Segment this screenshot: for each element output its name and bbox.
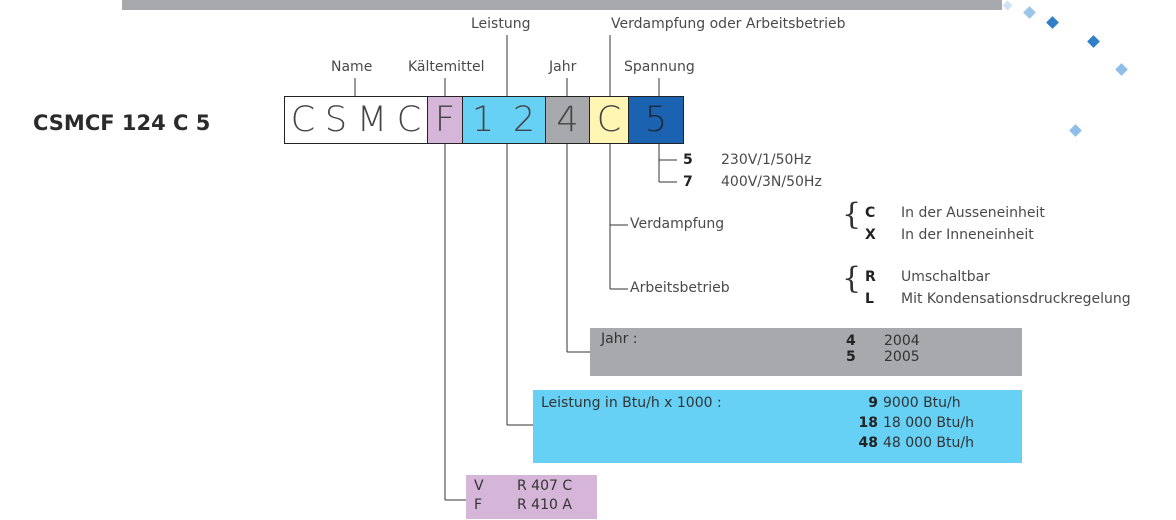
header-jahr: Jahr bbox=[549, 59, 577, 75]
leistung-code: 18 bbox=[858, 415, 878, 431]
arbeitsbetrieb-code: R bbox=[865, 269, 876, 285]
top-bar bbox=[122, 0, 1002, 10]
code-box-spannung bbox=[628, 96, 684, 144]
model-name: CSMCF 124 C 5 bbox=[33, 111, 211, 135]
code-box-jahr bbox=[545, 96, 590, 144]
leistung-code: 48 bbox=[858, 435, 878, 451]
verdampfung-text: In der Ausseneinheit bbox=[901, 205, 1045, 221]
header-verdampfung: Verdampfung oder Arbeitsbetrieb bbox=[611, 16, 846, 32]
brace-icon: { bbox=[842, 261, 862, 296]
leistung-panel-label: Leistung in Btu/h x 1000 : bbox=[541, 395, 722, 411]
spannung-code: 7 bbox=[683, 174, 693, 190]
code-char: C bbox=[596, 100, 622, 140]
code-box-leistung bbox=[462, 96, 546, 144]
code-char: 2 bbox=[512, 100, 536, 140]
arbeitsbetrieb-text: Umschaltbar bbox=[901, 269, 990, 285]
code-char: 1 bbox=[471, 100, 495, 140]
arbeitsbetrieb-code: L bbox=[865, 291, 874, 307]
code-char: M bbox=[356, 100, 388, 140]
kaeltemittel-text: R 410 A bbox=[517, 497, 572, 513]
header-spannung: Spannung bbox=[624, 59, 695, 75]
verdampfung-label: Verdampfung bbox=[630, 216, 725, 232]
verdampfung-text: In der Inneneinheit bbox=[901, 227, 1034, 243]
kaeltemittel-code: F bbox=[474, 497, 483, 513]
kaeltemittel-code: V bbox=[474, 478, 484, 494]
jahr-panel bbox=[590, 328, 1022, 376]
code-char: 5 bbox=[644, 100, 668, 140]
leistung-text: 9000 Btu/h bbox=[883, 395, 961, 411]
jahr-code: 5 bbox=[846, 349, 856, 365]
code-box-name bbox=[284, 96, 428, 144]
verdampfung-code: X bbox=[865, 227, 876, 243]
leistung-panel bbox=[533, 390, 1022, 463]
kaeltemittel-text: R 407 C bbox=[517, 478, 573, 494]
spannung-text: 230V/1/50Hz bbox=[721, 152, 812, 168]
spannung-code: 5 bbox=[683, 152, 693, 168]
jahr-text: 2005 bbox=[884, 349, 920, 365]
code-box-verdampfung bbox=[589, 96, 629, 144]
leistung-text: 48 000 Btu/h bbox=[883, 435, 974, 451]
brace-icon: { bbox=[842, 197, 862, 232]
spannung-text: 400V/3N/50Hz bbox=[721, 174, 822, 190]
code-char: S bbox=[324, 100, 348, 140]
code-char: C bbox=[396, 100, 422, 140]
verdampfung-code: C bbox=[865, 205, 876, 221]
code-char: C bbox=[290, 100, 316, 140]
arbeitsbetrieb-text: Mit Kondensationsdruckregelung bbox=[901, 291, 1131, 307]
header-leistung: Leistung bbox=[471, 16, 531, 32]
code-char: 4 bbox=[556, 100, 579, 140]
arbeitsbetrieb-label: Arbeitsbetrieb bbox=[630, 280, 730, 296]
header-name: Name bbox=[331, 59, 373, 75]
jahr-text: 2004 bbox=[884, 333, 920, 349]
code-char: F bbox=[434, 100, 456, 140]
leistung-code: 9 bbox=[868, 395, 878, 411]
jahr-code: 4 bbox=[846, 333, 856, 349]
kaeltemittel-panel bbox=[466, 475, 597, 519]
header-kaeltemittel: Kältemittel bbox=[408, 59, 485, 75]
jahr-panel-label: Jahr : bbox=[601, 331, 638, 347]
leistung-text: 18 000 Btu/h bbox=[883, 415, 974, 431]
